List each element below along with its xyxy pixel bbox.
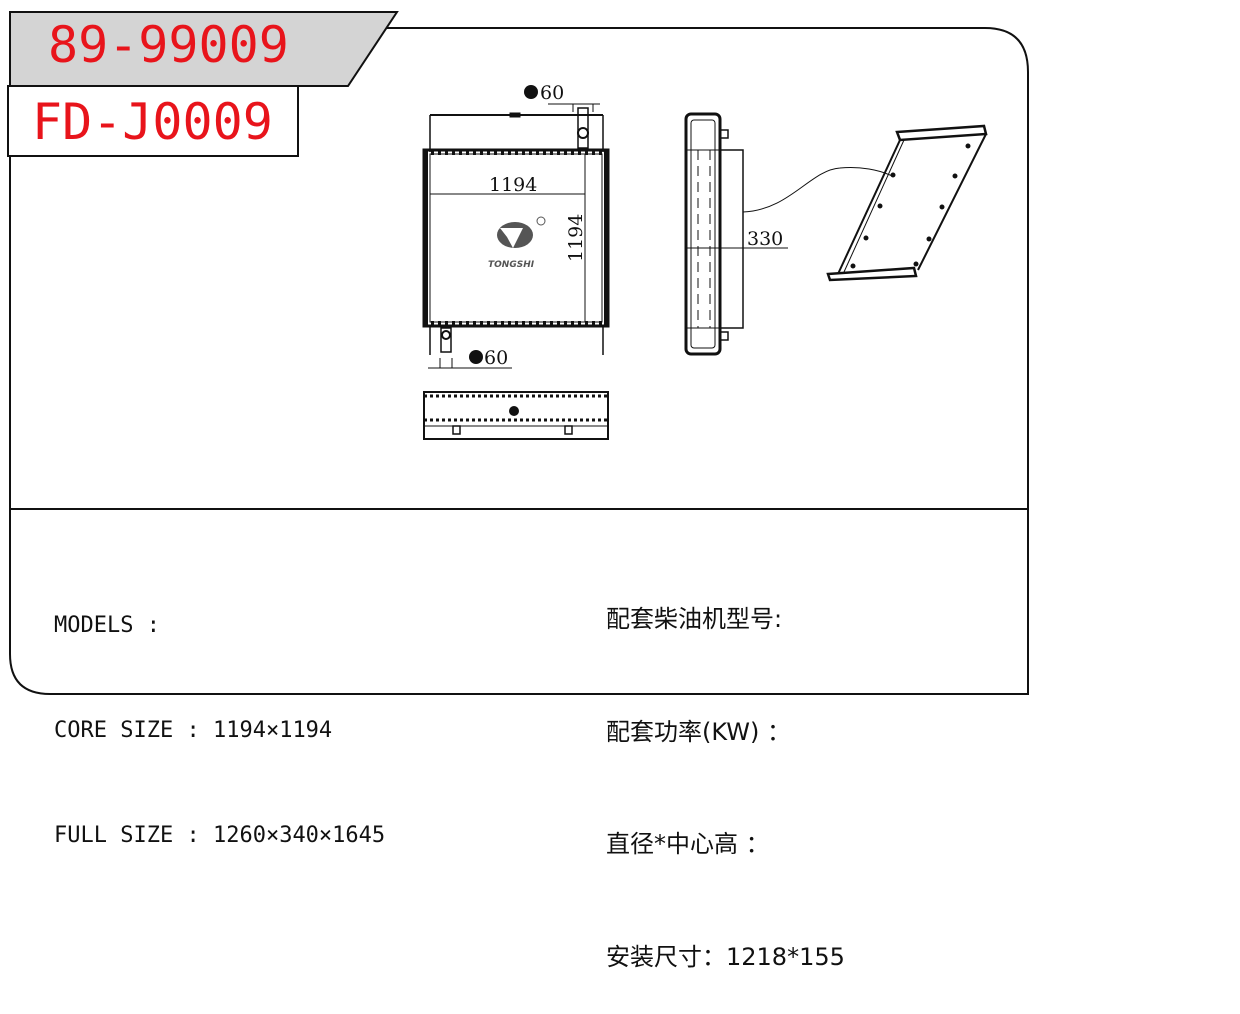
bottom-port-icon xyxy=(509,406,519,416)
part-number-primary: 89-99009 xyxy=(48,16,289,74)
front-view xyxy=(422,103,610,369)
pipe-bottom-dimension: 60 xyxy=(484,347,508,369)
core-width-dimension: 1194 xyxy=(489,174,537,196)
specs-left: MODELS : CORE SIZE : 1194×1194 FULL SIZE… xyxy=(54,538,385,888)
spec-row-engine-model: 配套柴油机型号: xyxy=(606,605,783,633)
side-view xyxy=(684,112,893,356)
spec-row-models: MODELS : xyxy=(54,613,160,638)
code-primary-box xyxy=(9,11,399,87)
depth-dimension: 330 xyxy=(747,228,783,250)
spec-row-core-size: CORE SIZE : 1194×1194 xyxy=(54,718,333,743)
spec-row-power: 配套功率(KW) ： xyxy=(606,717,791,746)
specs-right: 配套柴油机型号: 配套功率(KW) ： 直径*中心高 ： 安装尺寸：1218*1… xyxy=(606,526,845,1014)
bottom-view xyxy=(423,391,609,440)
brand-name: TONGSHI xyxy=(488,260,535,270)
spec-row-mounting-size: 安装尺寸：1218*155 xyxy=(606,942,845,971)
spec-row-full-size: FULL SIZE : 1260×340×1645 xyxy=(54,823,386,848)
diameter-icon-top xyxy=(524,85,538,99)
tongshi-logo-icon xyxy=(497,216,546,248)
spec-row-diameter-center-height: 直径*中心高 ： xyxy=(606,830,770,858)
pipe-top-dimension: 60 xyxy=(540,82,564,104)
outer-frame xyxy=(9,27,1029,695)
mounting-bracket xyxy=(826,124,988,282)
code-secondary-box xyxy=(7,85,299,157)
core-height-dimension: 1194 xyxy=(565,214,587,262)
diameter-icon-bottom xyxy=(469,350,483,364)
part-number-secondary: FD-J0009 xyxy=(32,93,273,151)
drawing-sheet: 60 60 1194 1194 TONGSHI 330 xyxy=(7,11,1029,695)
